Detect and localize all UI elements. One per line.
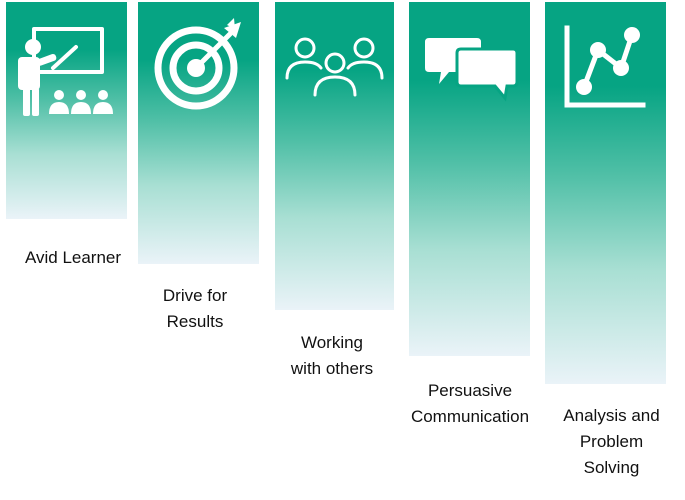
speech-bubbles-icon: [425, 38, 519, 102]
skill-label: Working with others: [290, 333, 374, 378]
skill-label: Analysis and Problem Solving: [563, 406, 660, 477]
skill-label: Avid Learner: [24, 248, 122, 267]
skill-label: Persuasive Communication: [410, 381, 530, 426]
people-group-icon: [285, 37, 384, 97]
skill-label: Drive for Results: [162, 286, 228, 331]
target-bullseye-icon: [154, 18, 241, 110]
teacher-presentation-icon: [18, 27, 113, 116]
line-chart-icon: [564, 25, 646, 108]
